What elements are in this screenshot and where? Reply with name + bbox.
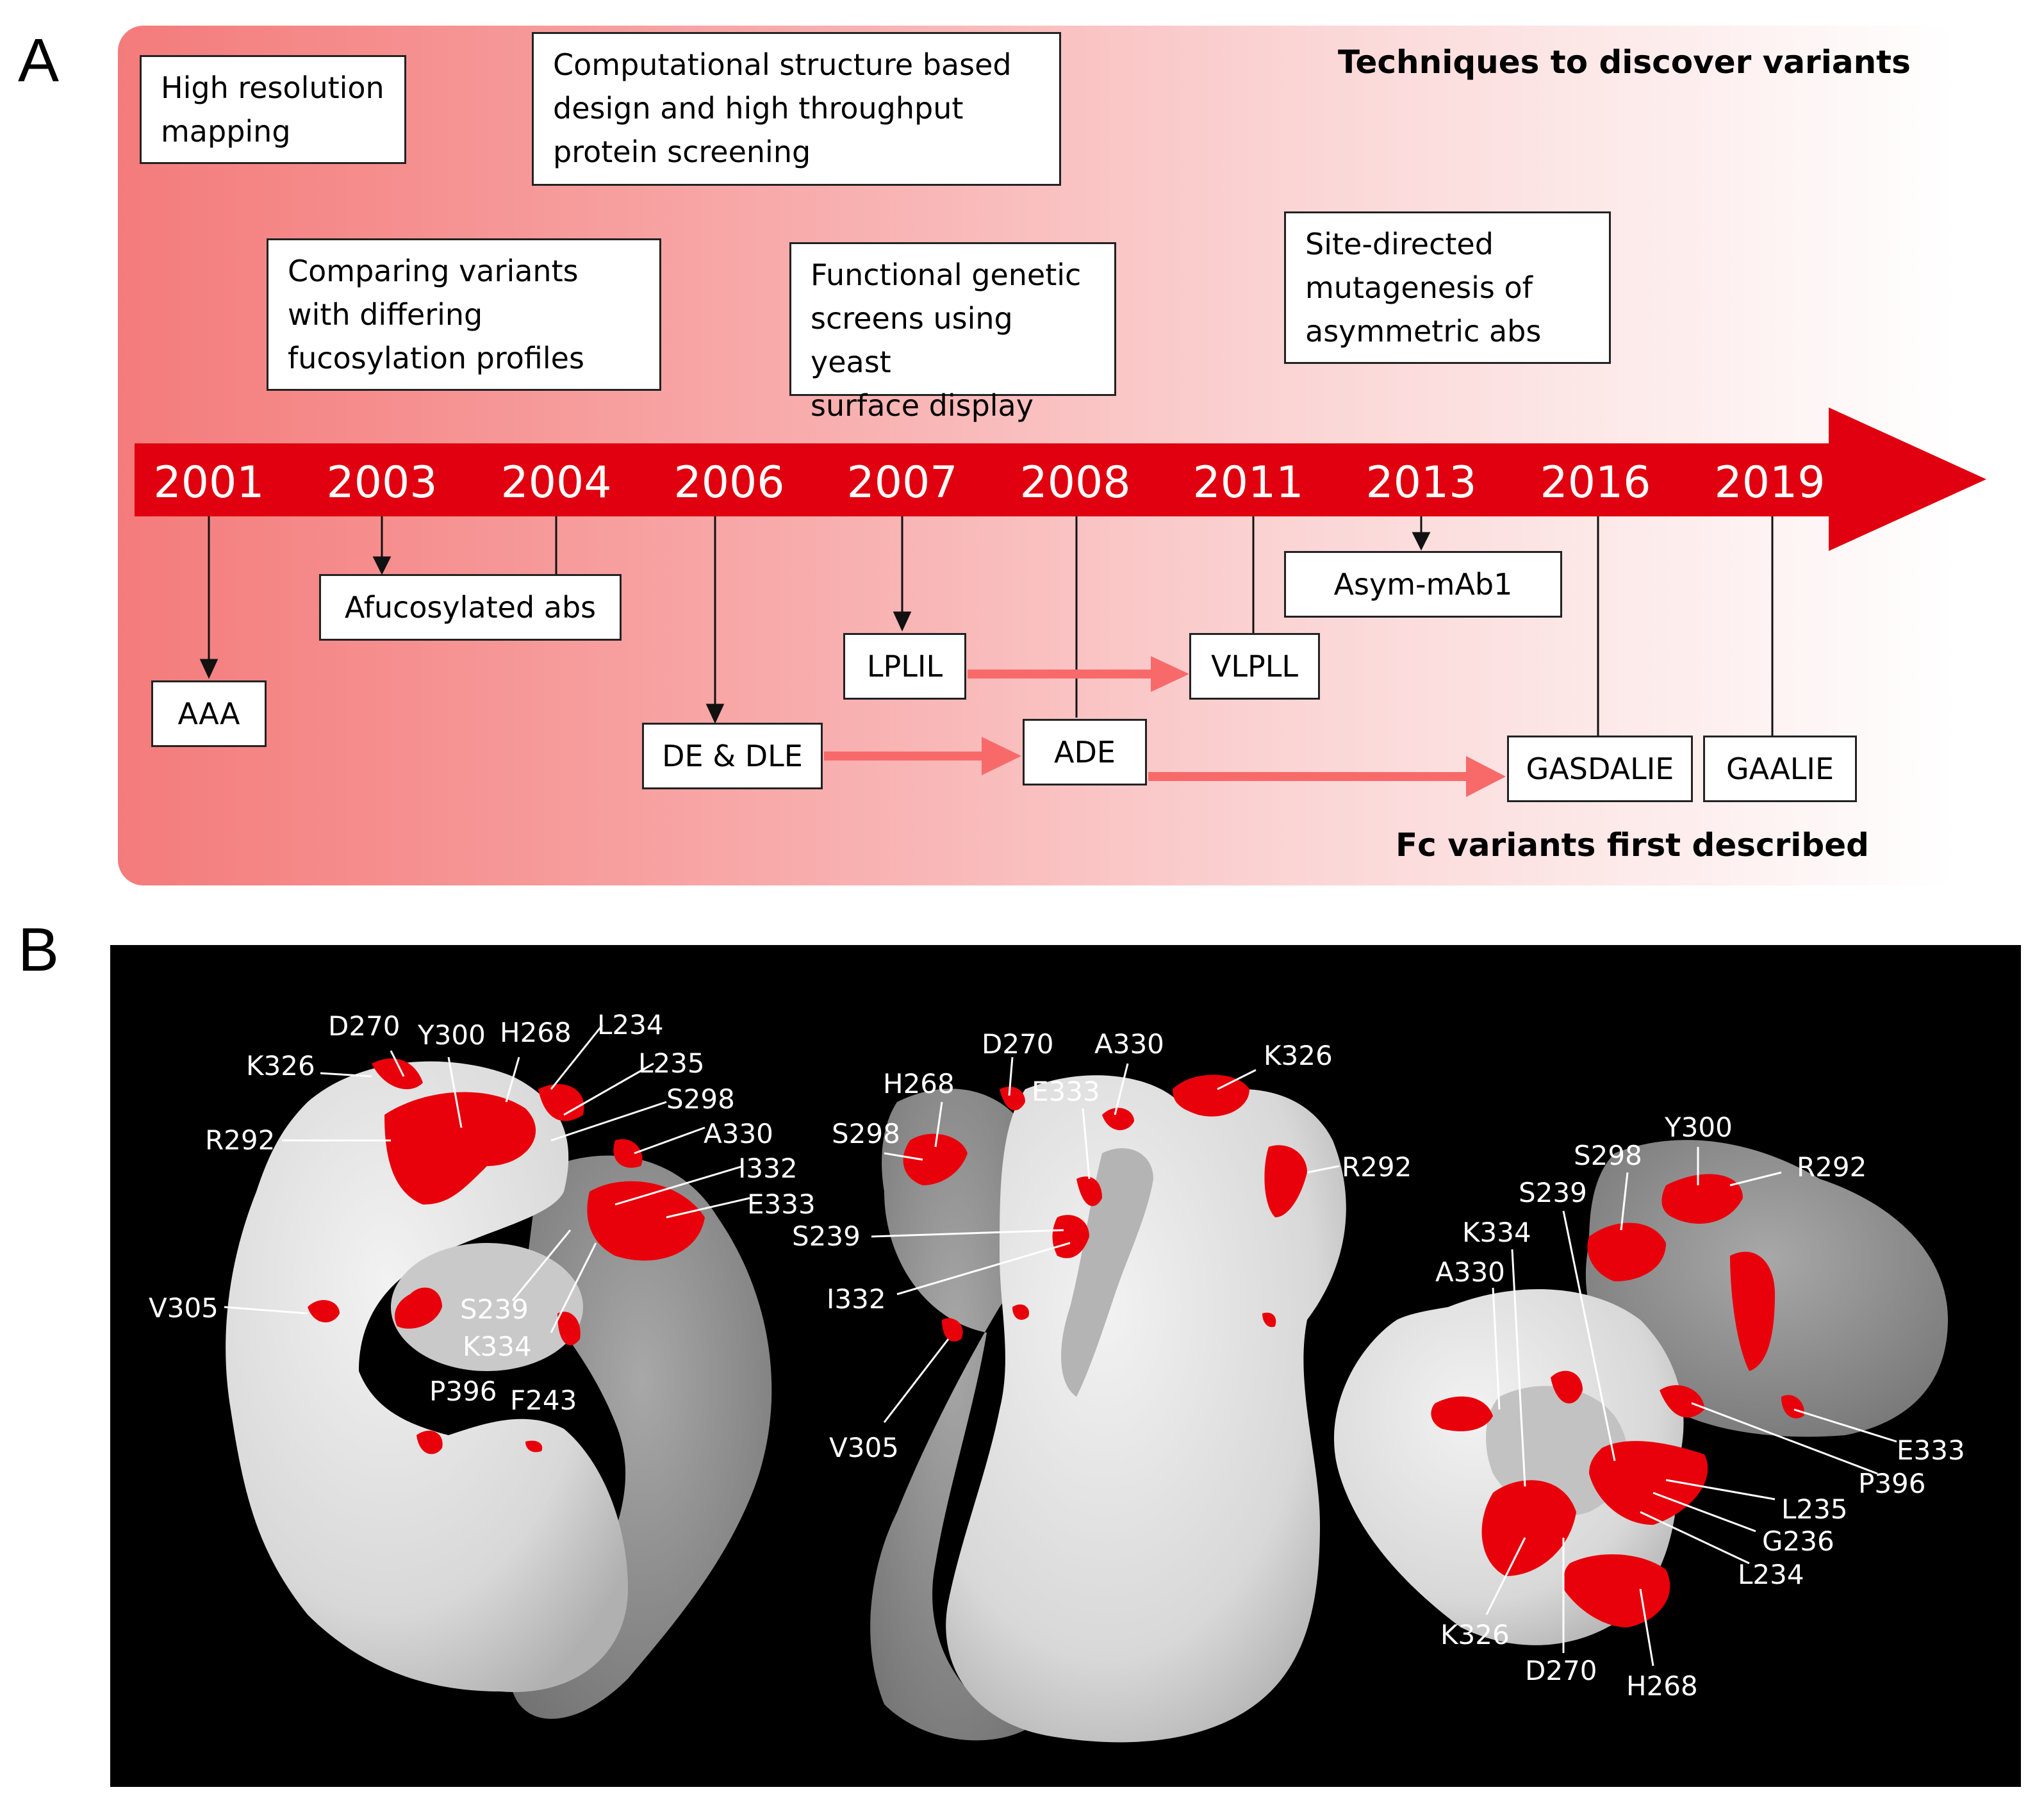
timeline-graphic: 2001 2003 2004 2006 2007 2008 2011 2013 … — [135, 407, 1986, 797]
view3-label-g236: G236 — [1762, 1526, 1834, 1557]
view3-label-p396: P396 — [1858, 1468, 1926, 1499]
view1-leaders — [224, 1024, 750, 1333]
view2-highlights — [903, 1074, 1307, 1342]
technique-box-computational: Computational structure based design and… — [532, 32, 1061, 186]
view2-label-i332: I332 — [827, 1283, 886, 1315]
view2-label-s239: S239 — [792, 1221, 861, 1252]
view1-label-k334: K334 — [463, 1331, 532, 1362]
view1-label-d270: D270 — [328, 1010, 400, 1042]
view1-label-l234: L234 — [597, 1009, 664, 1040]
year-2007: 2007 — [846, 457, 957, 508]
year-2008: 2008 — [1019, 457, 1130, 508]
view1-label-h268: H268 — [500, 1017, 572, 1048]
view3-label-s298: S298 — [1574, 1140, 1642, 1171]
view1-label-i332: I332 — [738, 1153, 798, 1184]
view3-label-d270: D270 — [1525, 1655, 1597, 1686]
view2-label-a330: A330 — [1094, 1028, 1164, 1060]
technique-box-high-resolution: High resolution mapping — [140, 55, 406, 164]
year-2011: 2011 — [1192, 457, 1303, 508]
variant-box-de-dle: DE & DLE — [642, 723, 823, 789]
view1-label-k326: K326 — [246, 1050, 315, 1081]
view2-surface-light — [946, 1075, 1346, 1743]
year-2004: 2004 — [500, 457, 611, 508]
view1-label-v305: V305 — [149, 1292, 218, 1324]
view2-label-e333: E333 — [1032, 1076, 1100, 1107]
view3-label-e333: E333 — [1897, 1435, 1965, 1466]
view1-label-s298: S298 — [666, 1083, 735, 1115]
technique-box-yeast-display: Functional genetic screens using yeast s… — [789, 242, 1116, 423]
view1-label-p396: P396 — [429, 1376, 497, 1407]
view1-surface-lobe — [391, 1243, 583, 1371]
variant-box-gaalie: GAALIE — [1703, 736, 1857, 802]
view1-surface-light — [226, 1061, 628, 1692]
panel-b-letter: B — [18, 916, 60, 984]
view1-label-e333: E333 — [747, 1188, 816, 1220]
view1-label-s239: S239 — [460, 1294, 529, 1325]
view1-label-y300: Y300 — [417, 1019, 486, 1051]
view3-label-r292: R292 — [1797, 1151, 1867, 1183]
view1-labels: D270 Y300 H268 L234 K326 L235 S298 A330 … — [149, 1009, 816, 1416]
view1-highlights — [308, 1058, 705, 1454]
technique-box-site-directed: Site-directed mutagenesis of asymmetric … — [1284, 211, 1611, 364]
view3-label-k326: K326 — [1440, 1619, 1510, 1650]
view3-label-a330: A330 — [1435, 1256, 1505, 1288]
structure-view-3: Y300 S298 R292 S239 K334 A330 E333 P396 … — [1334, 1112, 1965, 1702]
variant-box-vlpll: VLPLL — [1189, 633, 1320, 700]
view3-leaders — [1485, 1147, 1897, 1666]
variant-box-aaa: AAA — [151, 680, 267, 747]
view3-label-l235: L235 — [1781, 1493, 1848, 1525]
year-2006: 2006 — [673, 457, 784, 508]
view2-label-s298: S298 — [832, 1118, 900, 1149]
view3-label-h268: H268 — [1626, 1670, 1698, 1702]
view2-label-d270: D270 — [982, 1028, 1054, 1060]
view2-labels: D270 A330 K326 H268 E333 S298 R292 S239 … — [792, 1028, 1412, 1463]
view1-label-r292: R292 — [205, 1124, 275, 1156]
structure-view-2: D270 A330 K326 H268 E333 S298 R292 S239 … — [792, 1028, 1412, 1743]
view2-label-v305: V305 — [829, 1432, 899, 1463]
variant-box-gasdalie: GASDALIE — [1507, 736, 1693, 802]
view3-label-y300: Y300 — [1664, 1112, 1733, 1143]
view2-surface-shadow — [1061, 1148, 1153, 1397]
view2-leaders — [871, 1057, 1340, 1423]
structure-view-1: D270 Y300 H268 L234 K326 L235 S298 A330 … — [149, 1009, 816, 1719]
view1-label-l235: L235 — [638, 1048, 705, 1079]
view3-label-l234: L234 — [1738, 1559, 1804, 1590]
year-2016: 2016 — [1540, 457, 1651, 508]
view3-label-k334: K334 — [1462, 1217, 1531, 1248]
view2-surface-dark — [870, 1089, 1039, 1741]
panel-a-letter: A — [18, 26, 60, 95]
variants-heading: Fc variants first described — [1396, 826, 1869, 864]
view3-labels: Y300 S298 R292 S239 K334 A330 E333 P396 … — [1435, 1112, 1965, 1702]
view2-label-k326: K326 — [1264, 1040, 1333, 1071]
year-2001: 2001 — [153, 457, 264, 508]
view3-label-s239: S239 — [1519, 1177, 1587, 1208]
view1-label-f243: F243 — [510, 1385, 577, 1416]
variant-box-asym-mab1: Asym-mAb1 — [1284, 551, 1562, 618]
year-2003: 2003 — [326, 457, 437, 508]
technique-box-fucosylation: Comparing variants with differing fucosy… — [267, 238, 661, 391]
view2-label-r292: R292 — [1342, 1151, 1412, 1183]
techniques-heading: Techniques to discover variants — [1338, 44, 1911, 81]
timeline-connectors — [199, 516, 1774, 736]
view1-label-a330: A330 — [704, 1118, 773, 1149]
evolution-arrows — [824, 656, 1506, 797]
variant-box-ade: ADE — [1023, 719, 1147, 785]
view3-highlights — [1431, 1174, 1804, 1627]
year-2013: 2013 — [1365, 457, 1476, 508]
timeline-arrow — [135, 407, 1986, 551]
variant-box-afucosylated: Afucosylated abs — [319, 574, 622, 641]
view2-label-h268: H268 — [883, 1068, 955, 1099]
year-2019: 2019 — [1714, 457, 1825, 508]
variant-box-lplil: LPLIL — [843, 633, 966, 700]
